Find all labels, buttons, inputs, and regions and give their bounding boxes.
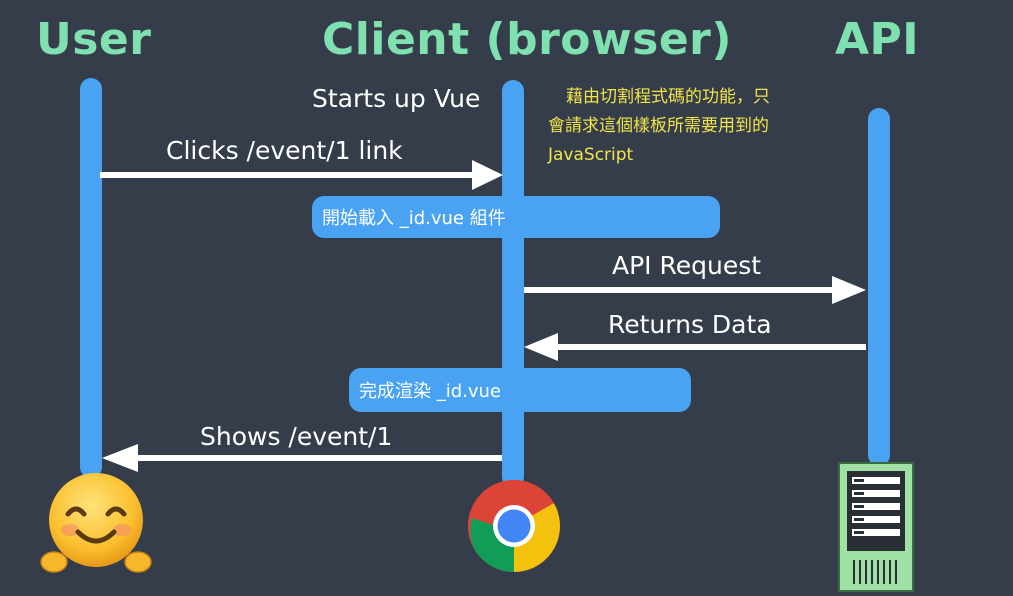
chrome-browser-icon: [468, 480, 560, 572]
label-shows: Shows /event/1: [200, 422, 393, 451]
actor-api-title: API: [835, 14, 920, 65]
note-line-2: 會請求這個樣板所需要用到的: [548, 116, 769, 136]
note-line-1: 藉由切割程式碼的功能，只: [566, 87, 770, 107]
actor-user-title: User: [36, 14, 152, 65]
server-icon: [838, 462, 914, 592]
arrow-shows: [102, 444, 502, 472]
label-starts-up: Starts up Vue: [312, 84, 481, 113]
pill-loading-component: 開始載入 _id.vue 組件: [312, 196, 720, 238]
actor-client-title: Client (browser): [322, 14, 732, 65]
user-lifeline: [80, 78, 102, 478]
arrow-clicks: [100, 160, 503, 190]
label-clicks: Clicks /event/1 link: [166, 136, 403, 165]
label-api-request: API Request: [612, 251, 762, 280]
pill-rendering-complete: 完成渲染 _id.vue: [349, 368, 691, 412]
arrow-returns-data: [524, 333, 866, 361]
api-lifeline: [868, 108, 890, 466]
arrow-api-request: [524, 276, 866, 304]
note-line-3: JavaScript: [548, 145, 634, 165]
label-returns-data: Returns Data: [608, 310, 772, 339]
smiling-hug-emoji-icon: [40, 473, 152, 573]
